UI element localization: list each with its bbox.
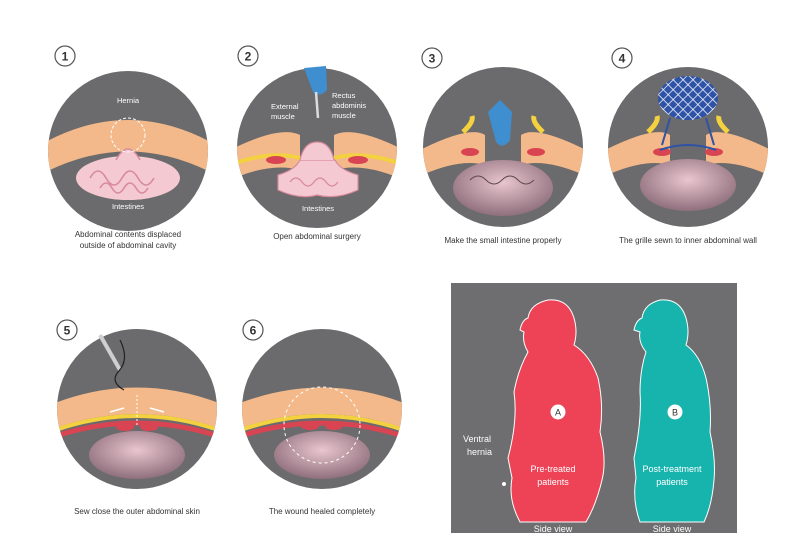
step-number: 2 [245,50,252,64]
ventral-hernia-label: Ventral [463,434,491,444]
step-badge [611,47,633,69]
comparison-panel: A Pre-treated patients Ventral hernia Si… [451,283,737,533]
needle-holder [98,334,122,371]
hernia-outline [110,117,146,153]
step-number: 3 [429,52,436,66]
step-number: 1 [62,50,69,64]
step-badge [242,319,264,341]
intestines-label: Intestines [302,204,334,213]
intestines-label: Intestines [112,202,144,211]
step-number: 4 [619,52,626,66]
intestines [640,159,736,211]
gloved-hand [304,66,327,95]
scalpel [314,91,320,119]
patient-a-view: Side view [534,524,573,533]
step-3: 3 Make the small intestine properly [421,47,583,245]
marker-a-letter: A [555,408,561,418]
hernia-dot [502,482,506,486]
rectus-label: muscle [332,111,356,120]
step-badge [56,319,78,341]
intestines [89,431,185,479]
step-caption: The grille sewn to inner abdominal wall [619,236,757,245]
healed-outline [283,386,361,464]
step-number: 5 [64,324,71,338]
patient-a-label: patients [537,477,569,487]
step-caption: Sew close the outer abdominal skin [74,507,200,516]
intestines [453,160,553,216]
step-2: 2 External muscle Rectus abdominis muscl… [237,45,397,241]
external-muscle-label: External [271,102,299,111]
step-badge [421,47,443,69]
rectus-label: Rectus [332,91,356,100]
patient-b-label: patients [656,477,688,487]
step-caption: Abdominal contents displaced [75,230,181,239]
marker-a [550,404,566,420]
patient-b-label: Post-treatment [642,464,702,474]
hernia-label: Hernia [117,96,140,105]
marker-b [667,404,683,420]
step-badge [54,45,76,67]
step-1: 1 Hernia Intestines Abdominal contents d… [48,45,208,250]
marker-b-letter: B [672,408,678,418]
step-caption: outside of abdominal cavity [80,241,177,250]
patient-b-view: Side view [653,524,692,533]
gloved-hand [488,100,512,146]
step-5: 5 Sew close the outer abdominal skin [56,319,217,516]
mesh-grille [658,76,718,120]
step-caption: Open abdominal surgery [273,232,361,241]
intestines [274,431,370,479]
intestines [76,156,180,200]
ventral-hernia-label: hernia [467,447,492,457]
step-number: 6 [250,324,257,338]
suture-thread [114,339,126,391]
step-caption: The wound healed completely [269,507,375,516]
abdominal-wall [48,120,208,175]
rectus-label: abdominis [332,101,366,110]
step-4: 4 The grille sewn to inner abdominal wal… [608,47,768,245]
mesh-arrows [661,117,715,146]
patient-a-label: Pre-treated [530,464,575,474]
step-badge [237,45,259,67]
step-6: 6 The wound healed completely [242,319,402,516]
external-muscle-label: muscle [271,112,295,121]
step-caption: Make the small intestine properly [445,236,562,245]
